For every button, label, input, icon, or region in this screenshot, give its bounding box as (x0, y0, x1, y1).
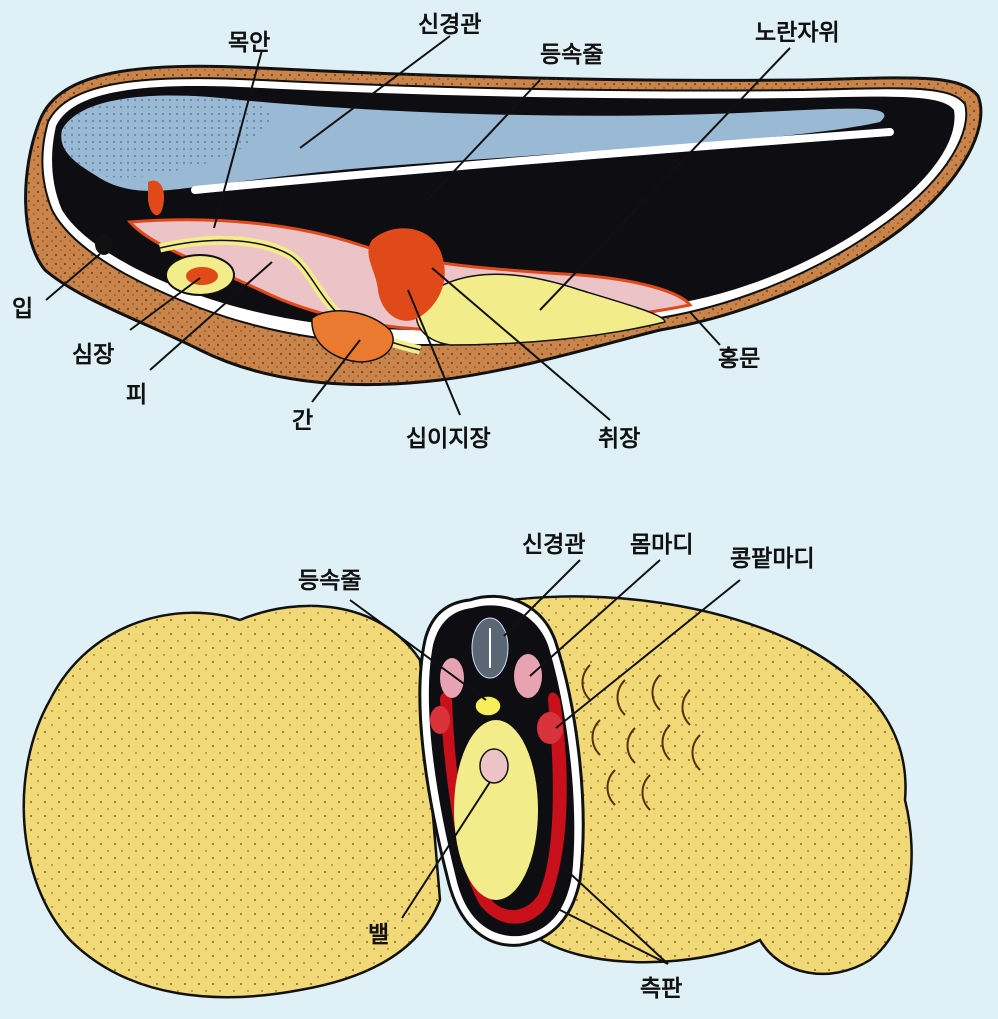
label-notochord-top: 등속줄 (540, 42, 603, 68)
nephrotome-left (430, 706, 450, 734)
label-yolk: 노란자위 (755, 20, 840, 46)
label-pancreas: 취장 (598, 426, 640, 452)
label-somite: 몸마디 (630, 532, 693, 558)
mouth-opening (95, 233, 113, 255)
label-neural-tube-bottom: 신경관 (522, 532, 585, 558)
nephrotome-right (537, 712, 563, 744)
label-blood: 피 (126, 382, 147, 408)
label-mouth: 입 (12, 296, 33, 322)
gut-yolk (454, 720, 538, 900)
label-lateral-plate: 측판 (640, 976, 682, 1002)
label-heart: 심장 (72, 342, 114, 368)
label-pharynx: 목안 (228, 30, 270, 56)
label-duodenum: 십이지장 (406, 426, 491, 452)
label-neural-tube-top: 신경관 (418, 12, 481, 38)
notochord-section (475, 696, 501, 716)
label-gut: 밸 (368, 922, 389, 948)
label-liver: 간 (292, 408, 313, 434)
label-anus: 홍문 (718, 346, 760, 372)
cross-section-embryo (24, 596, 912, 997)
gut-lumen (480, 749, 508, 783)
label-notochord-bottom: 등속줄 (298, 568, 361, 594)
somite-left (440, 658, 464, 698)
label-nephrotome: 콩팥마디 (730, 546, 815, 572)
somite-right (514, 654, 542, 698)
longitudinal-section (26, 66, 981, 384)
